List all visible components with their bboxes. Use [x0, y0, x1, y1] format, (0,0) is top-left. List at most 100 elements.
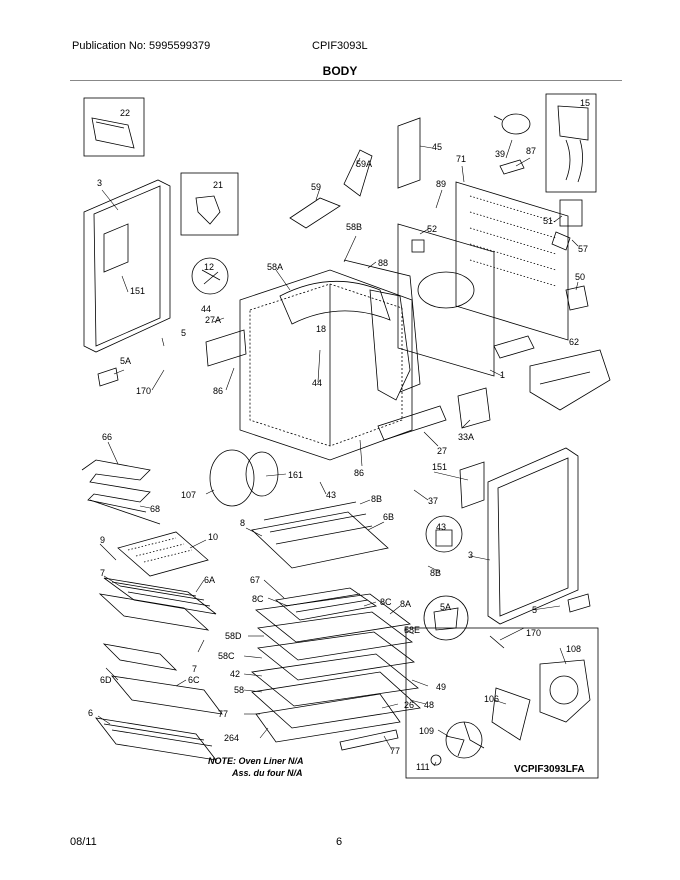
oven-cavity — [239, 269, 413, 461]
callout: 58D — [225, 631, 242, 641]
callout: 86 — [354, 468, 364, 478]
sensor-39 — [493, 113, 531, 175]
callout: 27 — [437, 446, 447, 456]
callout: 7 — [192, 664, 197, 674]
part-12-inset — [191, 257, 229, 295]
callout: 8C — [252, 594, 264, 604]
callout: 1 — [500, 370, 505, 380]
callout: 8C — [380, 597, 392, 607]
callout: 37 — [428, 496, 438, 506]
header-rule — [70, 80, 622, 81]
bake-element — [81, 459, 161, 525]
leveling-legs — [97, 367, 591, 649]
leader-lines — [97, 139, 579, 767]
callout: 6 — [88, 708, 93, 718]
oven-racks — [95, 577, 223, 761]
callout: 6C — [188, 675, 200, 685]
top-brackets — [289, 117, 421, 229]
callout: 6D — [100, 675, 112, 685]
callout: 87 — [526, 146, 536, 156]
callout: 3 — [97, 178, 102, 188]
callout: 18 — [316, 324, 326, 334]
callout: 161 — [288, 470, 303, 480]
oven-liner-note-line2: Ass. du four N/A — [231, 768, 303, 778]
bolt-43-inset — [425, 515, 463, 553]
callout: 8A — [400, 599, 411, 609]
broil-element-assembly — [251, 501, 389, 569]
callout: 107 — [181, 490, 196, 500]
callout: 26 — [404, 700, 414, 710]
back-panel — [455, 181, 569, 341]
callout: 48 — [424, 700, 434, 710]
oven-liner-note-line1: NOTE: Oven Liner N/A — [208, 756, 304, 766]
terminal-block-62 — [493, 335, 611, 411]
rear-panel — [397, 223, 495, 377]
callout: 109 — [419, 726, 434, 736]
page-number: 6 — [336, 836, 343, 848]
callout: 44 — [201, 304, 211, 314]
model-number: CPIF3093L — [312, 40, 368, 52]
callout: 33A — [458, 432, 474, 442]
side-panel-right — [459, 447, 579, 625]
callout: 77 — [218, 709, 228, 719]
callout: 151 — [130, 286, 145, 296]
part-22-inset — [83, 97, 145, 157]
callout: 10 — [208, 532, 218, 542]
callout: 7 — [100, 568, 105, 578]
callout: 43 — [436, 522, 446, 532]
callout: 8 — [240, 518, 245, 528]
insulation-blankets — [279, 259, 421, 401]
callout: 77 — [390, 746, 400, 756]
callout: 42 — [230, 669, 240, 679]
callout: 12 — [204, 262, 214, 272]
callout: 151 — [432, 462, 447, 472]
callout: 5 — [181, 328, 186, 338]
callout: 58C — [218, 651, 235, 661]
lower-trims — [205, 329, 491, 441]
right-small-parts — [551, 199, 589, 311]
callout: 43 — [326, 490, 336, 500]
callout: 8B — [430, 568, 441, 578]
callout: 15 — [580, 98, 590, 108]
callout: 88 — [378, 258, 388, 268]
callout: 6B — [383, 512, 394, 522]
cover-panel-10 — [117, 531, 209, 577]
footer-date: 08/11 — [70, 836, 97, 848]
callout: 264 — [224, 733, 239, 743]
callout: 22 — [120, 108, 130, 118]
element-8c — [275, 587, 378, 621]
callout: 67 — [250, 575, 260, 585]
side-panel-left — [83, 179, 171, 353]
callout: 6A — [204, 575, 215, 585]
callout: 86 — [213, 386, 223, 396]
callout-labels: 22 3 21 151 12 44 27A 5 5A 170 58A 18 44… — [88, 98, 590, 778]
callout: 50 — [575, 272, 585, 282]
callout: 44 — [312, 378, 322, 388]
callout: 89 — [436, 179, 446, 189]
callout: 59 — [311, 182, 321, 192]
callout: 39 — [495, 149, 505, 159]
fan-assembly-inset — [405, 627, 599, 779]
callout: 3 — [468, 550, 473, 560]
callout: 45 — [432, 142, 442, 152]
callout: 66 — [102, 432, 112, 442]
callout: 57 — [578, 244, 588, 254]
callout: 58A — [267, 262, 283, 272]
callout: 111 — [416, 762, 430, 772]
publication-number: Publication No: 5995599379 — [72, 40, 211, 52]
callout: 49 — [436, 682, 446, 692]
callout: 21 — [213, 180, 223, 190]
callout: 108 — [566, 644, 581, 654]
callout: 170 — [136, 386, 151, 396]
part-15-inset — [545, 93, 597, 193]
callout: 5A — [120, 356, 131, 366]
callout: 68 — [150, 504, 160, 514]
callout: 106 — [484, 694, 499, 704]
callout: 170 — [526, 628, 541, 638]
callout: 71 — [456, 154, 466, 164]
diagram-code: VCPIF3093LFA — [514, 764, 585, 775]
callout: 58E — [404, 625, 420, 635]
callout: 58 — [234, 685, 244, 695]
part-5a-inset — [423, 595, 469, 641]
